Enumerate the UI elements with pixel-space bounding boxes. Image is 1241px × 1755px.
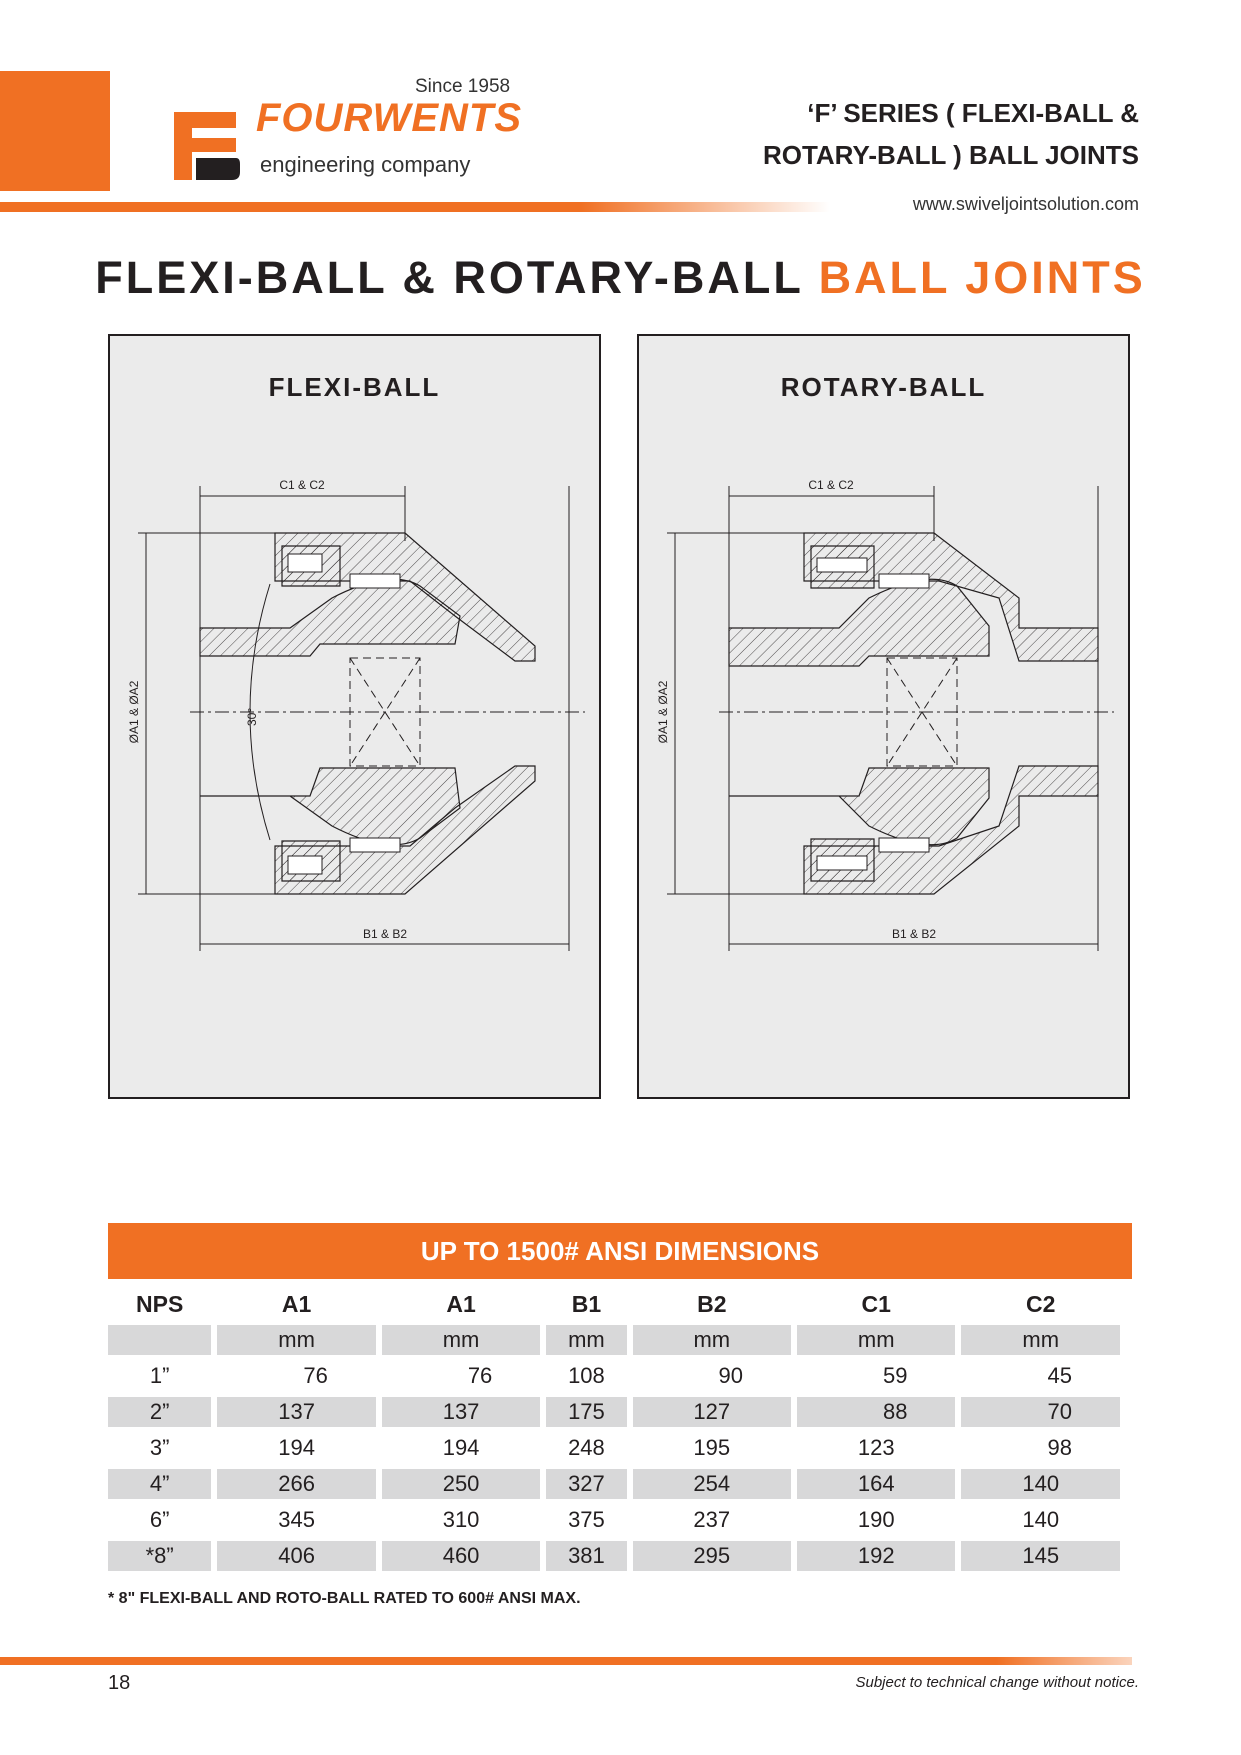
unit-cell: [108, 1325, 212, 1355]
nps-cell: 2”: [108, 1397, 212, 1427]
page-title-accent: BALL JOINTS: [818, 252, 1146, 303]
value-cell: 108: [568, 1363, 605, 1388]
column-header: NPS: [136, 1290, 184, 1317]
value-cell: 266: [217, 1469, 376, 1499]
value-cell: 195: [693, 1435, 731, 1460]
value-cell: 140: [961, 1469, 1120, 1499]
value-cell: 190: [857, 1507, 895, 1532]
dim-bottom-label: B1 & B2: [892, 927, 936, 941]
unit-cell: mm: [381, 1325, 541, 1355]
rotary-ball-panel: ROTARY-BALL: [637, 334, 1130, 1099]
table-heading: UP TO 1500# ANSI DIMENSIONS: [108, 1223, 1132, 1279]
series-title-line-2: ROTARY-BALL ) BALL JOINTS: [762, 140, 1139, 170]
nps-cell: *8”: [108, 1541, 212, 1571]
value-cell: 310: [442, 1507, 480, 1532]
unit-cell: mm: [632, 1325, 792, 1355]
unit-cell: mm: [797, 1325, 956, 1355]
value-cell: 192: [797, 1541, 956, 1571]
value-cell: 175: [546, 1397, 627, 1427]
dim-side-label: ØA1 & ØA2: [656, 680, 670, 743]
column-header: B2: [697, 1290, 727, 1317]
rotary-ball-drawing: C1 & C2 B1 & B2 ØA1 & ØA2: [656, 478, 1114, 951]
disclaimer: Subject to technical change without noti…: [855, 1674, 1139, 1691]
column-header: C1: [861, 1290, 891, 1317]
value-cell: 76: [303, 1363, 328, 1388]
value-cell: 194: [278, 1435, 315, 1460]
value-cell: 254: [632, 1469, 792, 1499]
value-cell: 59: [882, 1363, 908, 1388]
dim-top-label: C1 & C2: [808, 478, 854, 492]
value-cell: 137: [217, 1397, 376, 1427]
header-accent-block: [0, 71, 110, 191]
page-title: FLEXI-BALL & ROTARY-BALL BALL JOINTS: [0, 252, 1241, 304]
brand-name: FOURWENTS: [256, 96, 523, 140]
table-row: *8” 406 460 381 295 192 145: [108, 1541, 1120, 1571]
value-cell: 375: [568, 1507, 605, 1532]
table-row: 3” 194 194 248 195 123 98: [108, 1433, 1120, 1463]
series-title: ‘F’ SERIES ( FLEXI-BALL & ROTARY-BALL ) …: [763, 92, 1139, 176]
value-cell: 345: [278, 1507, 315, 1532]
footer-rule: [0, 1657, 1132, 1665]
value-cell: 295: [632, 1541, 792, 1571]
nps-cell: 3”: [149, 1435, 170, 1460]
page-number: 18: [108, 1672, 131, 1694]
table-row: 2” 137 137 175 127 88 70: [108, 1397, 1120, 1427]
nps-cell: 1”: [149, 1363, 170, 1388]
flexi-ball-panel: FLEXI-BALL: [108, 334, 601, 1099]
website-url: www.swiveljointsolution.com: [912, 194, 1139, 214]
unit-cell: mm: [961, 1325, 1120, 1355]
value-cell: 381: [546, 1541, 627, 1571]
dimensions-table: NPS A1 A1 B1 B2 C1 C2 mm mm mm mm mm mm …: [102, 1283, 1126, 1577]
value-cell: 140: [1022, 1507, 1060, 1532]
page-title-main: FLEXI-BALL & ROTARY-BALL: [95, 252, 804, 303]
panel-title-rotary-ball: ROTARY-BALL: [780, 372, 987, 402]
value-cell: 250: [381, 1469, 541, 1499]
header-rule: [0, 202, 830, 212]
value-cell: 90: [718, 1363, 744, 1388]
table-footnote: * 8" FLEXI-BALL AND ROTO-BALL RATED TO 6…: [108, 1590, 581, 1607]
value-cell: 127: [632, 1397, 792, 1427]
table-row: 1” 76 76 108 90 59 45: [108, 1361, 1120, 1391]
column-header: A1: [281, 1290, 312, 1317]
value-cell: 164: [797, 1469, 956, 1499]
value-cell: 76: [467, 1363, 493, 1388]
value-cell: 145: [961, 1541, 1120, 1571]
column-header: C2: [1026, 1290, 1056, 1317]
nps-cell: 6”: [149, 1507, 170, 1532]
angle-label: 30°: [245, 708, 259, 726]
value-cell: 70: [961, 1397, 1120, 1427]
value-cell: 88: [797, 1397, 956, 1427]
table-header-row: NPS A1 A1 B1 B2 C1 C2: [108, 1289, 1120, 1319]
company-logo: Since 1958 FOURWENTS engineering company: [170, 74, 530, 184]
table-row: 6” 345 310 375 237 190 140: [108, 1505, 1120, 1535]
brand-subtitle: engineering company: [260, 152, 471, 177]
value-cell: 194: [442, 1435, 480, 1460]
series-title-line-1: ‘F’ SERIES ( FLEXI-BALL &: [807, 98, 1139, 128]
dim-top-label: C1 & C2: [279, 478, 325, 492]
value-cell: 123: [857, 1435, 895, 1460]
column-header: B1: [571, 1290, 602, 1317]
value-cell: 98: [1047, 1435, 1072, 1460]
since-label: Since 1958: [415, 76, 511, 97]
unit-cell: mm: [217, 1325, 376, 1355]
value-cell: 406: [217, 1541, 376, 1571]
value-cell: 327: [546, 1469, 627, 1499]
unit-cell: mm: [546, 1325, 627, 1355]
column-header: A1: [446, 1290, 476, 1317]
flexi-ball-drawing: 30° C1 & C2 B1 & B2 ØA1 & ØA2: [127, 478, 585, 951]
value-cell: 45: [1047, 1363, 1072, 1388]
logo-mark-icon: [174, 112, 240, 180]
table-row: 4” 266 250 327 254 164 140: [108, 1469, 1120, 1499]
value-cell: 248: [568, 1435, 605, 1460]
value-cell: 237: [693, 1507, 731, 1532]
value-cell: 460: [381, 1541, 541, 1571]
dim-bottom-label: B1 & B2: [363, 927, 407, 941]
value-cell: 137: [381, 1397, 541, 1427]
dim-side-label: ØA1 & ØA2: [127, 680, 141, 743]
nps-cell: 4”: [108, 1469, 212, 1499]
units-row: mm mm mm mm mm mm: [108, 1325, 1120, 1355]
panel-title-flexi-ball: FLEXI-BALL: [268, 372, 441, 402]
